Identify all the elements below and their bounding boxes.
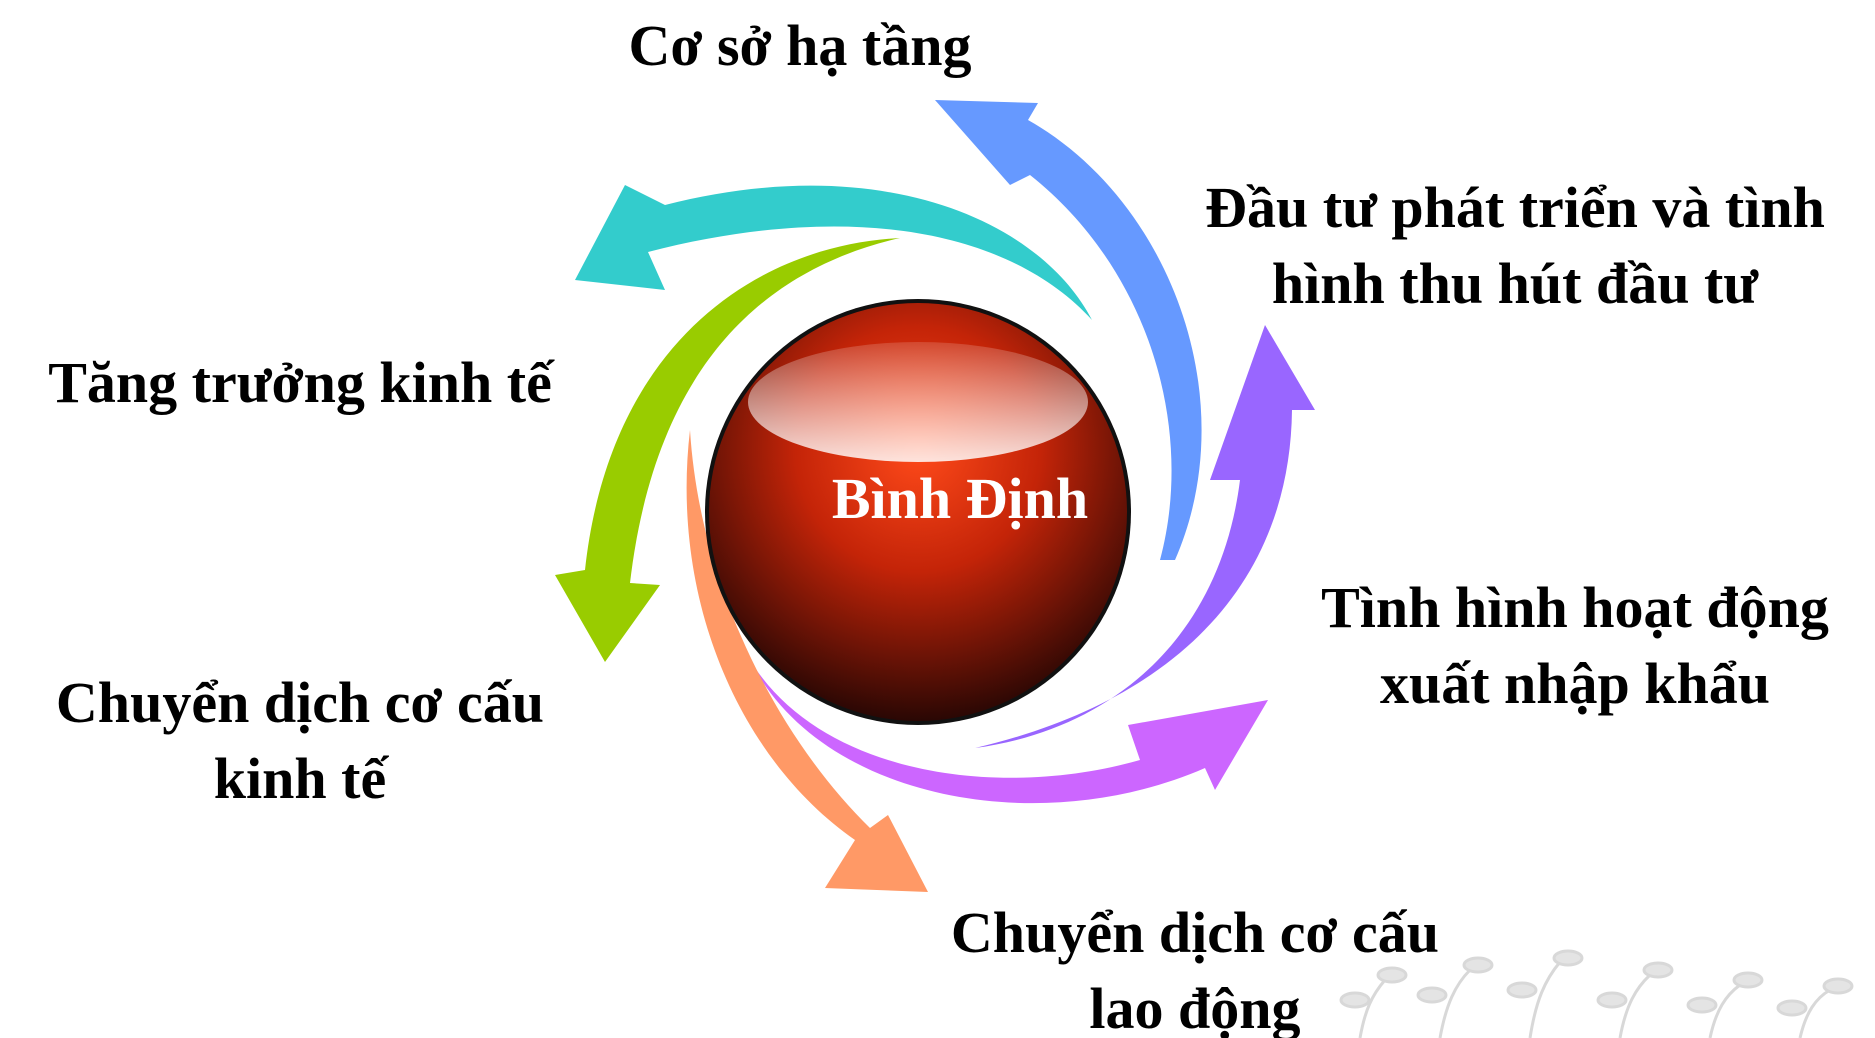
node-label-co-so-ha-tang: Cơ sở hạ tầng	[628, 13, 972, 78]
node-label-co-cau-lao-dong: Chuyển dịch cơ cấu lao động	[950, 900, 1440, 1038]
arrow-magenta	[750, 660, 1268, 804]
node-label-xuat-nhap-khau: Tình hình hoạt động xuất nhập khẩu	[1321, 575, 1829, 716]
node-label-co-cau-kinh-te: Chuyển dịch cơ cấu kinh tế	[55, 670, 545, 811]
arrow-purple	[975, 325, 1315, 748]
center-sphere	[705, 299, 1131, 725]
center-label: Bình Định	[831, 466, 1089, 531]
node-label-dau-tu: Đầu tư phát triển và tình hình thu hút đ…	[1205, 175, 1825, 316]
arrow-green	[555, 238, 900, 662]
arrow-teal	[575, 185, 1092, 320]
decorative-sprigs	[1339, 949, 1854, 1038]
arrow-blue	[935, 100, 1202, 560]
node-label-tang-truong: Tăng trưởng kinh tế	[48, 350, 552, 415]
arrow-orange	[686, 430, 928, 892]
